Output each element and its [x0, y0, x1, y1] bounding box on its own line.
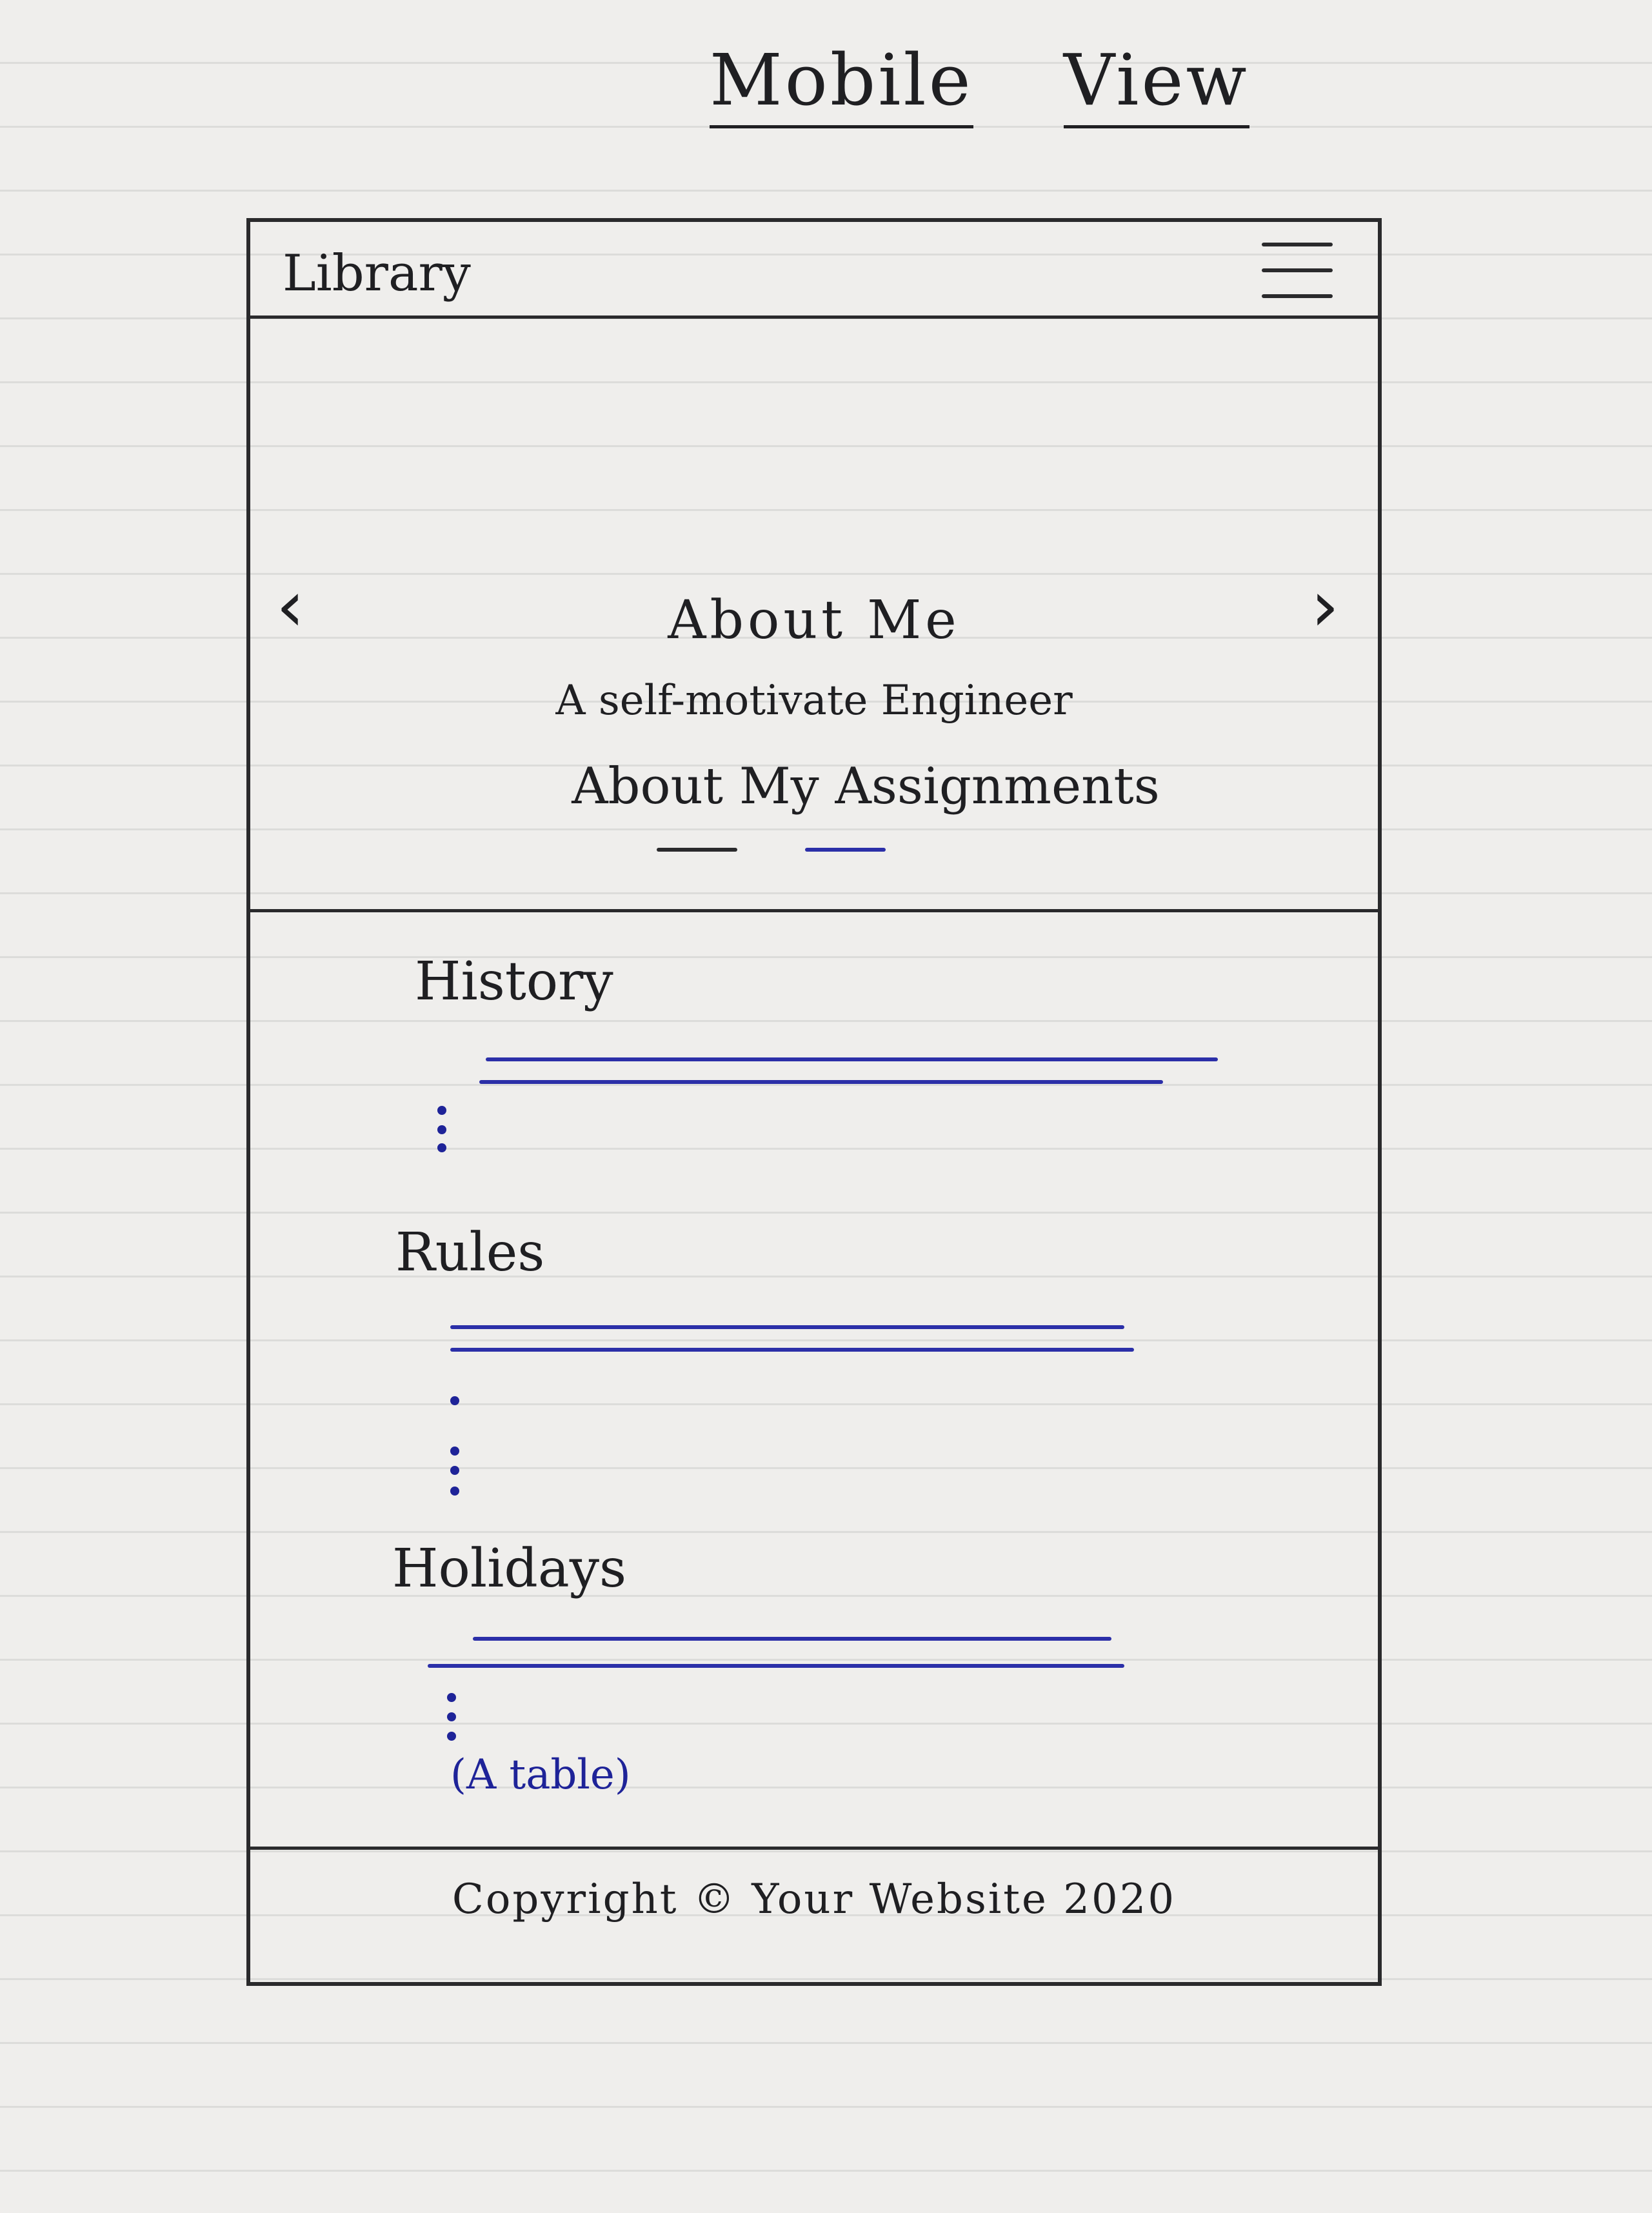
list-dot — [450, 1487, 459, 1496]
hamburger-menu-icon[interactable] — [1262, 243, 1333, 298]
history-section: History — [250, 912, 1378, 1183]
list-dot — [437, 1125, 446, 1134]
brand-logo[interactable]: Library — [283, 245, 471, 303]
hamburger-bar — [1262, 294, 1333, 298]
text-placeholder-line — [428, 1664, 1124, 1668]
text-placeholder-line — [486, 1057, 1218, 1061]
hamburger-bar — [1262, 268, 1333, 272]
holidays-heading: Holidays — [392, 1538, 627, 1599]
carousel-indicators — [657, 848, 915, 854]
list-dot — [437, 1106, 446, 1115]
footer: Copyright © Your Website 2020 — [250, 1847, 1378, 1982]
list-dot — [447, 1712, 456, 1721]
chevron-right-icon[interactable]: › — [1311, 565, 1339, 647]
page-title: Mobile View — [710, 39, 1249, 135]
rules-heading: Rules — [395, 1222, 545, 1283]
list-dot — [447, 1693, 456, 1702]
carousel-indicator-1[interactable] — [657, 848, 737, 852]
list-dot — [437, 1143, 446, 1152]
hero-subtitle: A self-motivate Engineer — [555, 677, 1073, 725]
list-dot — [450, 1466, 459, 1475]
hero-carousel: ‹ › About Me A self-motivate Engineer Ab… — [250, 319, 1378, 912]
assignments-link[interactable]: About My Assignments — [572, 757, 1160, 816]
main-content: History Rules Holidays (A table) — [250, 912, 1378, 1854]
text-placeholder-line — [450, 1325, 1124, 1329]
rules-section: Rules — [250, 1183, 1378, 1506]
list-dot — [450, 1447, 459, 1456]
hamburger-bar — [1262, 243, 1333, 246]
list-dot — [447, 1732, 456, 1741]
mobile-frame: Library ‹ › About Me A self-motivate Eng… — [246, 218, 1382, 1986]
holidays-section: Holidays (A table) — [250, 1506, 1378, 1854]
holidays-table-placeholder: (A table) — [450, 1751, 631, 1799]
list-dot — [450, 1396, 459, 1405]
history-heading: History — [415, 951, 613, 1012]
footer-copyright: Copyright © Your Website 2020 — [452, 1876, 1177, 1923]
text-placeholder-line — [450, 1348, 1134, 1352]
page-title-view: View — [1063, 39, 1249, 128]
navbar: Library — [250, 222, 1378, 319]
chevron-left-icon[interactable]: ‹ — [276, 565, 304, 647]
text-placeholder-line — [473, 1637, 1111, 1641]
page-title-mobile: Mobile — [710, 39, 973, 128]
hero-title: About Me — [668, 590, 960, 651]
text-placeholder-line — [479, 1080, 1163, 1084]
carousel-indicator-2[interactable] — [805, 848, 886, 852]
